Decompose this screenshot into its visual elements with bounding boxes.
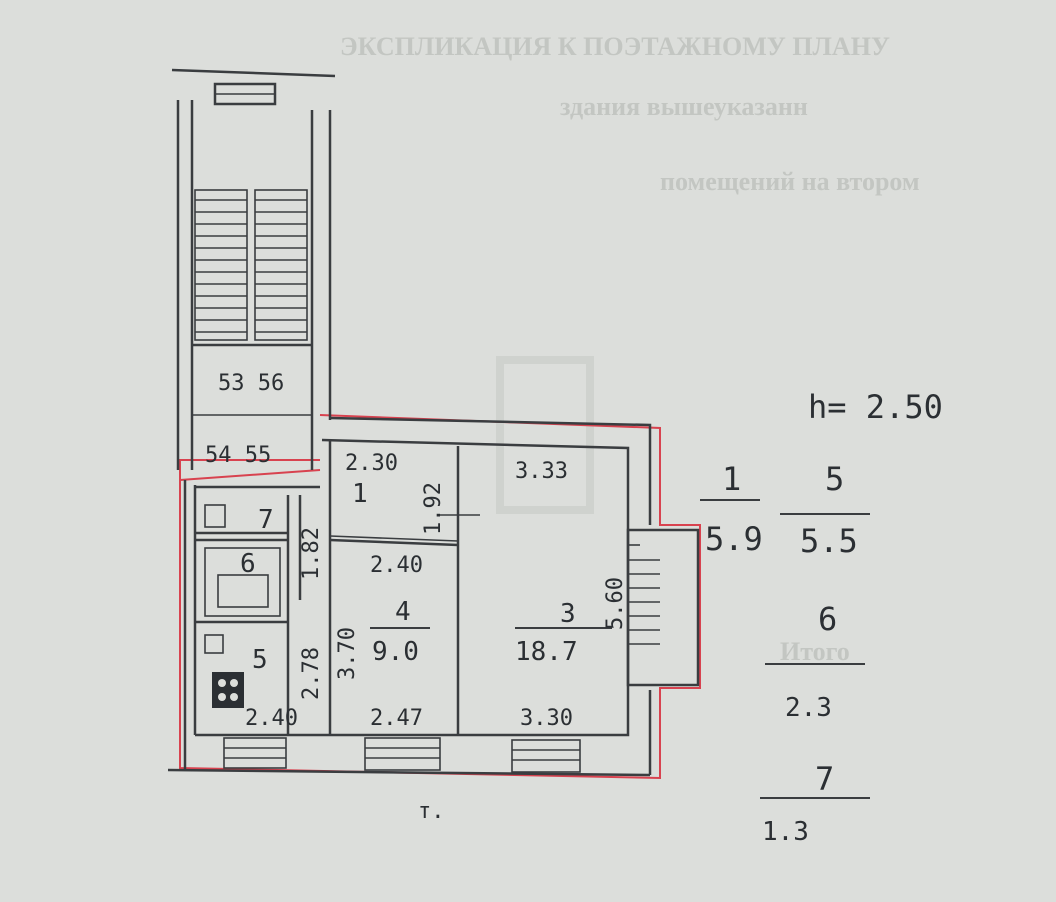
sink-icon bbox=[204, 634, 224, 654]
legend: 1 5.9 5 5.5 6 2.3 7 1.3 bbox=[700, 460, 870, 847]
bathtub-icon bbox=[204, 547, 281, 617]
svg-text:здания вышеуказанн: здания вышеуказанн bbox=[560, 92, 808, 121]
legend-1-area: 5.9 bbox=[705, 520, 763, 558]
room-4-number: 4 bbox=[395, 597, 411, 627]
fixtures bbox=[204, 504, 281, 708]
svg-text:помещений на втором: помещений на втором bbox=[660, 167, 920, 196]
room-5: 5 2.78 2.40 bbox=[245, 645, 324, 731]
legend-6-area: 2.3 bbox=[785, 693, 832, 723]
room-4-side-dim: 3.70 bbox=[335, 627, 360, 680]
stair-label-upper: 53 56 bbox=[218, 371, 284, 396]
room-6-number: 6 bbox=[240, 549, 256, 579]
room-4-bottom-dim: 2.47 bbox=[370, 706, 423, 731]
partitions bbox=[195, 440, 480, 735]
legend-item-5: 5 5.5 bbox=[780, 460, 870, 560]
legend-7-number: 7 bbox=[815, 760, 834, 798]
room-1-side-dim: 1.92 bbox=[421, 482, 446, 535]
legend-5-number: 5 bbox=[825, 460, 844, 498]
room-5-number: 5 bbox=[252, 645, 268, 675]
room-3-side-dim: 5.60 bbox=[603, 577, 628, 630]
legend-6-number: 6 bbox=[818, 600, 837, 638]
room-7-number: 7 bbox=[258, 505, 274, 535]
room-1-bottom-dim: 2.40 bbox=[370, 553, 423, 578]
room-4-area: 9.0 bbox=[372, 637, 419, 667]
room-7: 7 bbox=[258, 505, 274, 535]
staircase: 53 56 54 55 bbox=[171, 68, 336, 470]
room-6: 6 1.82 bbox=[240, 527, 324, 580]
room-3-area: 18.7 bbox=[515, 637, 578, 667]
room-1: 2.30 1 1.92 2.40 bbox=[345, 451, 446, 578]
balcony bbox=[626, 528, 700, 687]
room-3: 3.33 3 18.7 5.60 3.30 bbox=[515, 459, 628, 731]
room-5-side-dim: 2.78 bbox=[299, 647, 324, 700]
stair-label-lower: 54 55 bbox=[205, 443, 271, 468]
legend-item-1: 1 5.9 bbox=[700, 460, 763, 558]
legend-5-area: 5.5 bbox=[800, 522, 858, 560]
legend-1-number: 1 bbox=[722, 460, 741, 498]
stove-icon bbox=[212, 672, 244, 708]
red-outline bbox=[179, 414, 701, 780]
room-6-side-dim: 1.82 bbox=[299, 527, 324, 580]
toilet-icon bbox=[204, 504, 226, 528]
legend-item-7: 7 1.3 bbox=[760, 760, 870, 847]
room-4: 4 9.0 3.70 2.47 bbox=[335, 597, 430, 731]
legend-item-6: 6 2.3 bbox=[765, 600, 865, 723]
room-3-number: 3 bbox=[560, 599, 576, 629]
room-3-bottom-dim: 3.30 bbox=[520, 706, 573, 731]
windows bbox=[223, 737, 581, 773]
bottom-mark: т. bbox=[418, 799, 445, 824]
ceiling-height-note: h= 2.50 bbox=[808, 388, 943, 426]
watermark-icon bbox=[496, 356, 594, 514]
svg-text:Итого: Итого bbox=[780, 637, 850, 666]
legend-7-area: 1.3 bbox=[762, 817, 809, 847]
room-1-top-dim: 2.30 bbox=[345, 451, 398, 476]
room-3-top-dim: 3.33 bbox=[515, 459, 568, 484]
svg-text:ЭКСПЛИКАЦИЯ К ПОЭТАЖНОМУ ПЛАНУ: ЭКСПЛИКАЦИЯ К ПОЭТАЖНОМУ ПЛАНУ bbox=[340, 32, 890, 61]
room-5-bottom-dim: 2.40 bbox=[245, 706, 298, 731]
room-1-number: 1 bbox=[352, 479, 368, 509]
